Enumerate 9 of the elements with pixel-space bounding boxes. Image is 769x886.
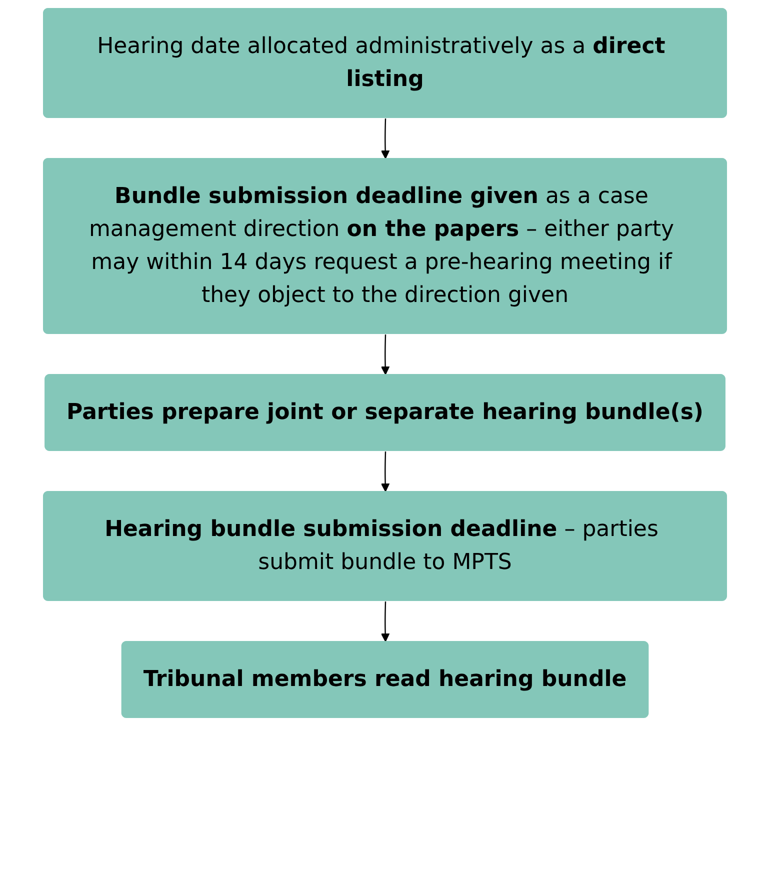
node-box: Tribunal members read hearing bundle	[120, 641, 648, 718]
arrow	[380, 451, 390, 492]
arrow	[380, 601, 390, 642]
node-box: Parties prepare joint or separate hearing bundle(s)	[44, 374, 725, 451]
arrow	[380, 334, 390, 375]
node-box: Hearing date allocated administratively as a direct listing	[42, 8, 726, 118]
node-box: Hearing bundle submission deadline – parties submit bundle to MPTS	[42, 491, 726, 601]
node-box: Bundle submission deadline given as a case management direction on the papers – either party may within 14 days request a pre-hearing meeting if they object to the direction given	[42, 158, 726, 334]
arrow	[380, 118, 390, 159]
